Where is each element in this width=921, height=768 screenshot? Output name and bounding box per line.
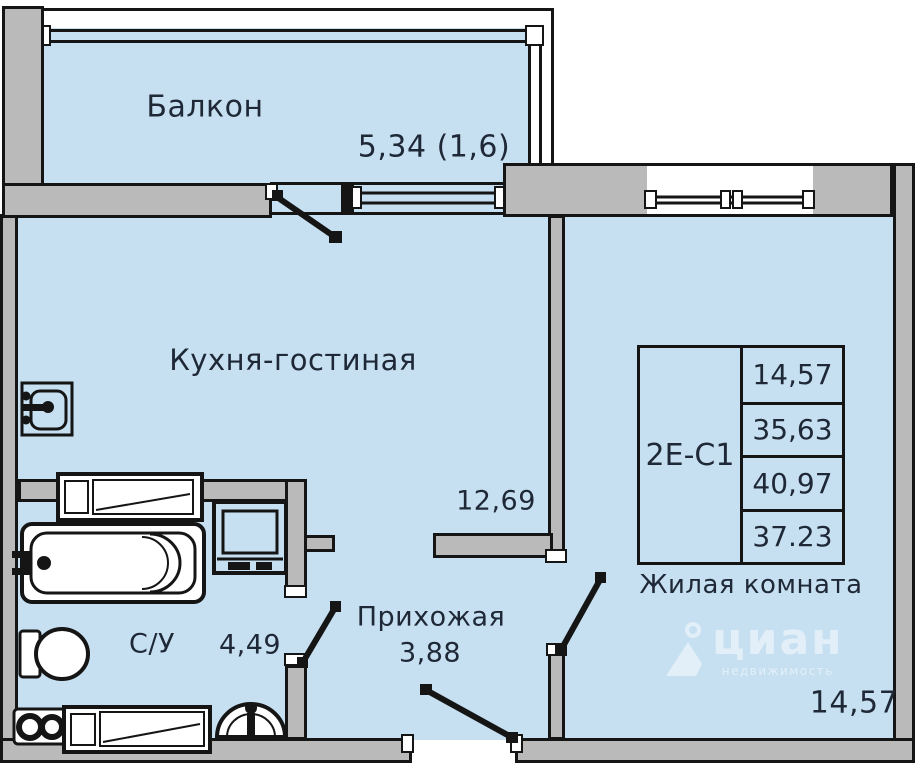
hallway-label: Прихожая <box>356 601 506 633</box>
balcony-door <box>265 183 342 243</box>
bathroom-door <box>284 585 341 668</box>
balcony-glazing-corner-cap <box>525 25 544 46</box>
livingroom-window-glazing <box>644 190 815 209</box>
balcony-glazing-top-line1 <box>46 29 530 32</box>
kitchen-sink-icon <box>20 381 74 437</box>
balcony-area: 5,34 (1,6) <box>357 129 511 165</box>
balcony-floor <box>44 28 530 183</box>
balcony-outer-frame-right <box>551 8 554 166</box>
wall-hall-top <box>433 533 553 558</box>
balcony-glazing-top-line2 <box>46 40 530 43</box>
kitchen-window-jamb <box>341 182 354 215</box>
unit-table-row: 40,97 <box>743 455 842 509</box>
livingroom-label: Жилая комната <box>639 570 863 600</box>
wall-bottom-right <box>515 738 915 763</box>
cabinet-top <box>56 472 204 522</box>
cian-watermark: циан недвижимость <box>662 618 844 680</box>
unit-table-row: 37.23 <box>743 508 842 563</box>
unit-info-table: 2Е-С1 14,57 35,63 40,97 37.23 <box>637 345 845 565</box>
unit-table-row: 35,63 <box>743 401 842 456</box>
balcony-label: Балкон <box>146 89 264 125</box>
cabinet-bottom <box>62 705 212 754</box>
kitchen-label: Кухня-гостиная <box>169 343 417 377</box>
kitchen-band-bottom-line <box>270 212 506 215</box>
livingroom-door <box>545 549 606 656</box>
cian-logo-icon <box>666 622 702 676</box>
apartment-floor <box>18 183 893 740</box>
watermark-brand: циан <box>712 614 844 665</box>
entrance-door <box>401 684 523 753</box>
toilet-icon <box>18 627 90 681</box>
bathroom-sink-icon <box>214 702 288 739</box>
livingroom-area: 14,57 <box>809 685 899 721</box>
watermark-tagline: недвижимость <box>721 664 834 678</box>
hallway-area: 3,88 <box>398 637 462 669</box>
kitchen-band-top-line <box>270 182 506 185</box>
unit-code: 2Е-С1 <box>640 348 743 562</box>
bathroom-area: 4,49 <box>218 629 282 661</box>
wall-balcony-bottom <box>2 183 272 218</box>
balcony-glazing-right-line2 <box>539 29 542 181</box>
twin-circles-appliance-icon <box>12 707 68 746</box>
unit-table-row: 14,57 <box>752 358 833 392</box>
kitchen-window-glazing <box>351 186 505 209</box>
washing-machine-icon <box>212 500 288 575</box>
balcony-glazing-right-line1 <box>528 29 531 181</box>
kitchen-area: 12,69 <box>456 485 536 517</box>
bathtub <box>12 522 206 604</box>
wall-left-top <box>2 6 44 218</box>
balcony-outer-frame-top <box>42 8 554 11</box>
bathroom-label: С/У <box>129 628 175 660</box>
